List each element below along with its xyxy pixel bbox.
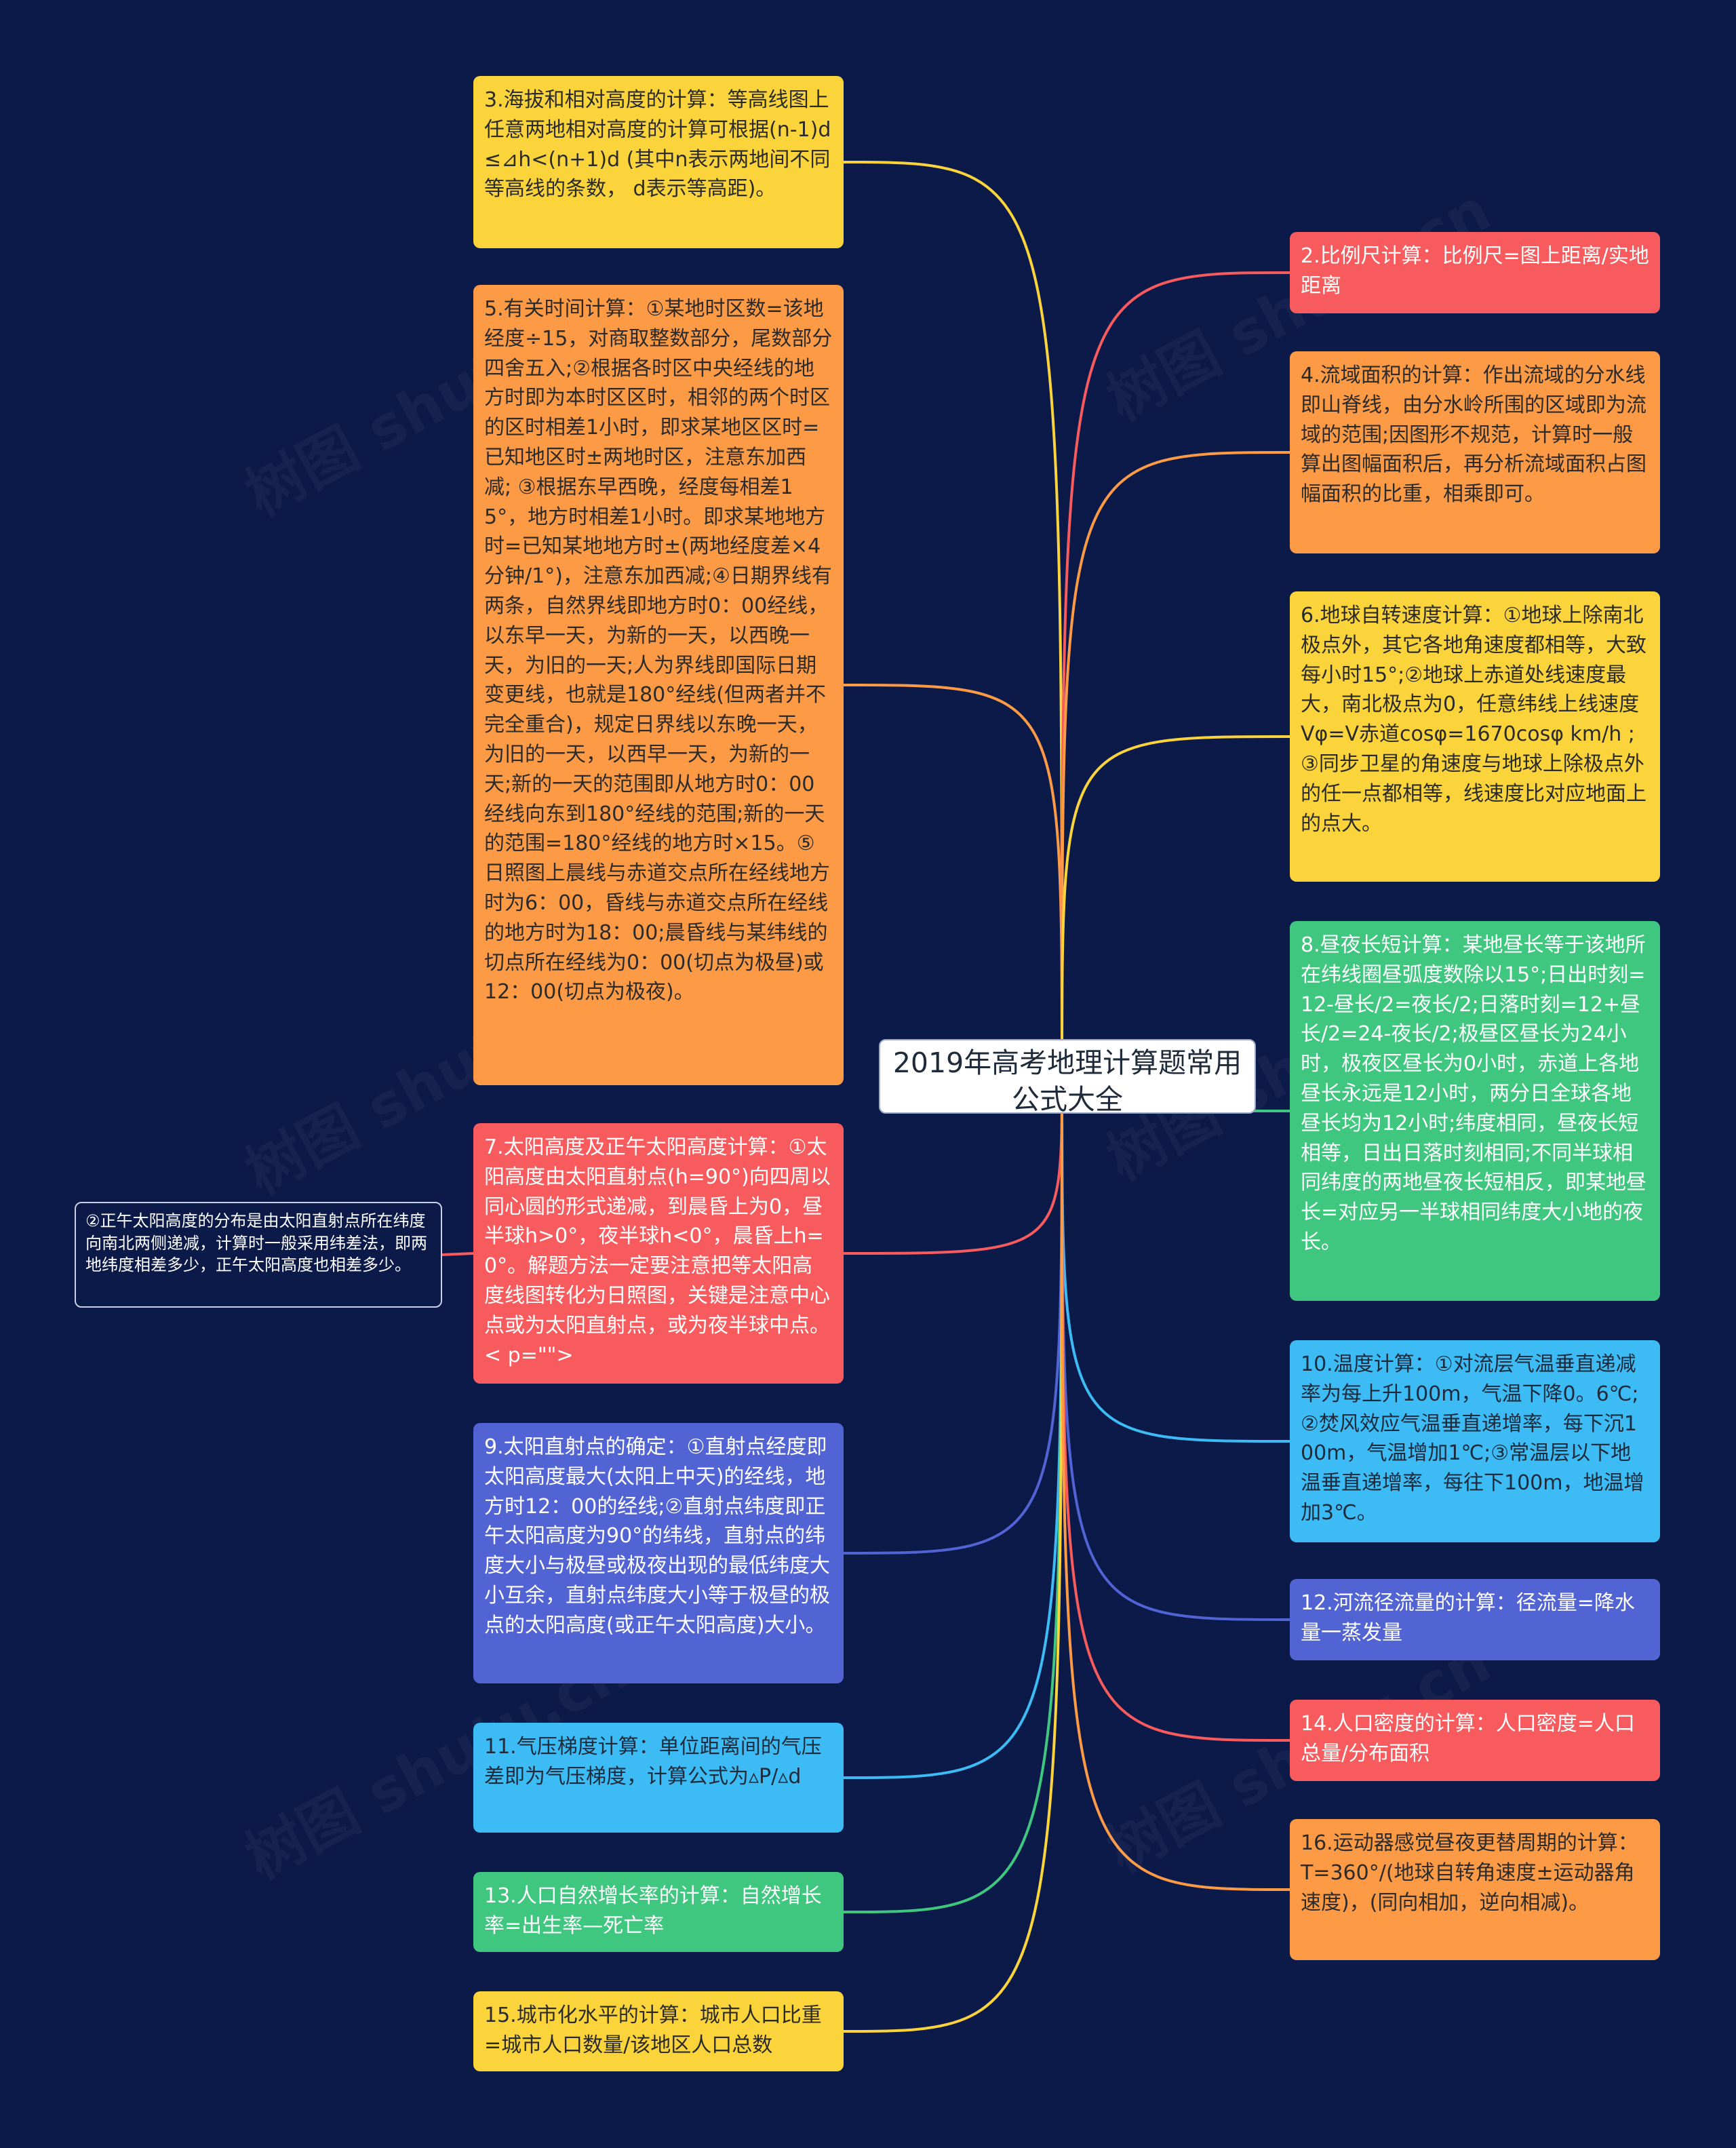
topic-node-day-night-cycle[interactable]: 16.运动器感觉昼夜更替周期的计算：T=360°/(地球自转角速度±运动器角速度… [1290, 1819, 1660, 1960]
topic-node-pressure-gradient[interactable]: 11.气压梯度计算：单位距离间的气压差即为气压梯度，计算公式为▵P/▵d [473, 1723, 844, 1833]
note-connector-line [441, 1252, 474, 1256]
connector-line [843, 161, 1063, 1077]
topic-node-subsolar-point[interactable]: 9.太阳直射点的确定：①直射点经度即太阳高度最大(太阳上中天)的经线，地方时12… [473, 1423, 844, 1683]
connector-line [843, 1076, 1063, 1555]
topic-node-text: 14.人口密度的计算：人口密度=人口总量/分布面积 [1301, 1712, 1635, 1765]
topic-node-text: 9.太阳直射点的确定：①直射点经度即太阳高度最大(太阳上中天)的经线，地方时12… [484, 1435, 830, 1637]
topic-node-text: 8.昼夜长短计算：某地昼长等于该地所在纬线圈昼弧度数除以15°;日出时刻=12-… [1301, 933, 1646, 1254]
connector-line [843, 684, 1063, 1077]
connector-line [1061, 451, 1290, 1077]
topic-node-text: 10.温度计算：①对流层气温垂直递减率为每上升100m，气温下降0。6℃;②焚风… [1301, 1352, 1644, 1525]
connector-line [1061, 271, 1290, 1077]
connector-line [1061, 1076, 1290, 1742]
topic-node-text: 12.河流径流量的计算：径流量=降水量一蒸发量 [1301, 1591, 1635, 1645]
connector-line [843, 1076, 1063, 1779]
connector-line [843, 1076, 1063, 2033]
sub-topic-text: ②正午太阳高度的分布是由太阳直射点所在纬度向南北两侧递减，计算时一般采用纬差法，… [85, 1211, 427, 1275]
topic-node-text: 16.运动器感觉昼夜更替周期的计算：T=360°/(地球自转角速度±运动器角速度… [1301, 1831, 1638, 1915]
topic-node-text: 11.气压梯度计算：单位距离间的气压差即为气压梯度，计算公式为▵P/▵d [484, 1735, 822, 1789]
topic-node-temperature[interactable]: 10.温度计算：①对流层气温垂直递减率为每上升100m，气温下降0。6℃;②焚风… [1290, 1340, 1660, 1542]
topic-node-text: 6.地球自转速度计算：①地球上除南北极点外，其它各地角速度都相等，大致每小时15… [1301, 604, 1646, 836]
topic-node-text: 5.有关时间计算：①某地时区数=该地经度÷15，对商取整数部分，尾数部分四舍五入… [484, 297, 833, 1004]
topic-node-sun-altitude[interactable]: 7.太阳高度及正午太阳高度计算：①太阳高度由太阳直射点(h=90°)向四周以同心… [473, 1123, 844, 1384]
connector-line [843, 1076, 1063, 1913]
connector-line [1061, 1076, 1290, 1891]
topic-node-text: 4.流域面积的计算：作出流域的分水线即山脊线，由分水岭所围的区域即为流域的范围;… [1301, 364, 1646, 507]
topic-node-text: 2.比例尺计算：比例尺=图上距离/实地距离 [1301, 244, 1649, 298]
connector-line [1061, 735, 1290, 1077]
topic-node-natural-growth[interactable]: 13.人口自然增长率的计算：自然增长率=出生率—死亡率 [473, 1872, 844, 1952]
topic-node-time[interactable]: 5.有关时间计算：①某地时区数=该地经度÷15，对商取整数部分，尾数部分四舍五入… [473, 285, 844, 1085]
connector-line [1061, 1076, 1290, 1443]
connector-line [1061, 1076, 1290, 1621]
central-topic-title: 2019年高考地理计算题常用公式大全 [892, 1047, 1242, 1116]
topic-node-altitude[interactable]: 3.海拔和相对高度的计算：等高线图上任意两地相对高度的计算可根据(n-1)d≤⊿… [473, 76, 844, 248]
topic-node-day-length[interactable]: 8.昼夜长短计算：某地昼长等于该地所在纬线圈昼弧度数除以15°;日出时刻=12-… [1290, 921, 1660, 1301]
topic-node-urbanization[interactable]: 15.城市化水平的计算：城市人口比重=城市人口数量/该地区人口总数 [473, 1991, 844, 2071]
topic-node-rotation-speed[interactable]: 6.地球自转速度计算：①地球上除南北极点外，其它各地角速度都相等，大致每小时15… [1290, 591, 1660, 882]
topic-node-text: 13.人口自然增长率的计算：自然增长率=出生率—死亡率 [484, 1884, 822, 1938]
topic-node-text: 7.太阳高度及正午太阳高度计算：①太阳高度由太阳直射点(h=90°)向四周以同心… [484, 1135, 831, 1367]
topic-node-runoff[interactable]: 12.河流径流量的计算：径流量=降水量一蒸发量 [1290, 1579, 1660, 1660]
topic-node-population-density[interactable]: 14.人口密度的计算：人口密度=人口总量/分布面积 [1290, 1700, 1660, 1781]
topic-node-text: 15.城市化水平的计算：城市人口比重=城市人口数量/该地区人口总数 [484, 2004, 822, 2057]
topic-node-scale[interactable]: 2.比例尺计算：比例尺=图上距离/实地距离 [1290, 232, 1660, 313]
sub-topic-noon-sun-note[interactable]: ②正午太阳高度的分布是由太阳直射点所在纬度向南北两侧递减，计算时一般采用纬差法，… [75, 1202, 442, 1308]
topic-node-text: 3.海拔和相对高度的计算：等高线图上任意两地相对高度的计算可根据(n-1)d≤⊿… [484, 88, 831, 201]
topic-node-basin-area[interactable]: 4.流域面积的计算：作出流域的分水线即山脊线，由分水岭所围的区域即为流域的范围;… [1290, 351, 1660, 553]
central-topic[interactable]: 2019年高考地理计算题常用公式大全 [879, 1039, 1256, 1116]
